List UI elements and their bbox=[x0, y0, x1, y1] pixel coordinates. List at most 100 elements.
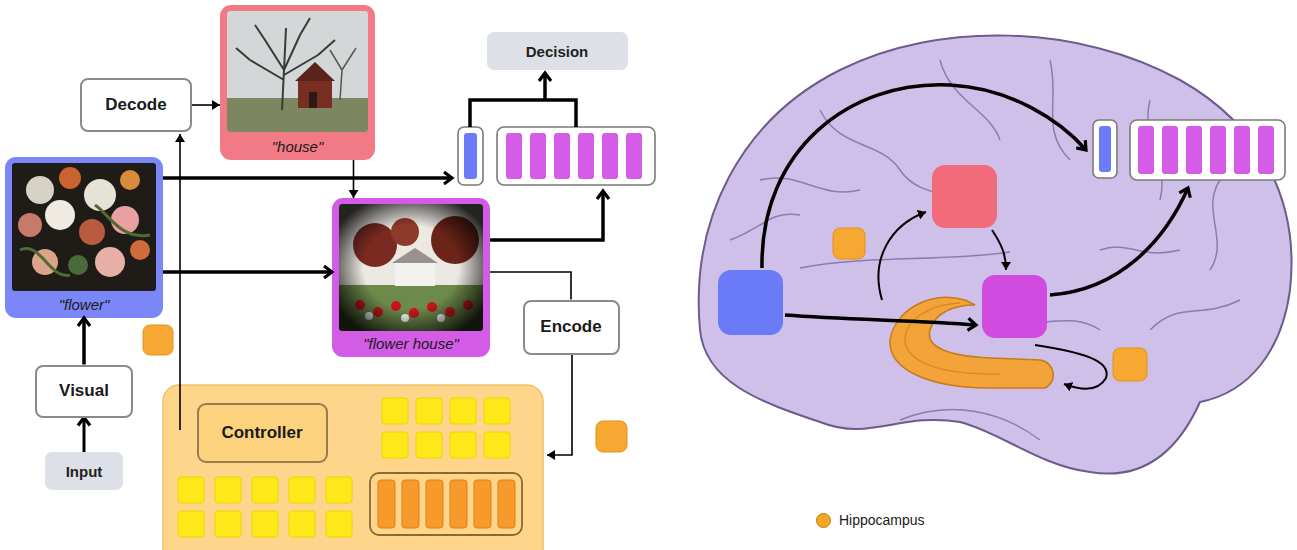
flower-image bbox=[45, 200, 75, 230]
flow-arrow bbox=[179, 134, 181, 430]
memory-slot bbox=[289, 511, 315, 537]
flow-arrow bbox=[163, 176, 452, 180]
brain bbox=[1130, 120, 1285, 180]
readout-vector bbox=[497, 127, 655, 185]
brain bbox=[1050, 60, 1070, 160]
controller-box: Controller bbox=[197, 403, 328, 463]
memory-slot bbox=[416, 398, 442, 424]
hippocampus-tag bbox=[596, 421, 627, 452]
memory-slot bbox=[252, 511, 278, 537]
memory-slot bbox=[326, 477, 352, 503]
flower-house-image bbox=[339, 204, 483, 331]
encode-box: Encode bbox=[523, 300, 620, 355]
brain bbox=[1234, 126, 1250, 174]
memory-panel bbox=[163, 385, 543, 550]
node-label: Visual bbox=[59, 381, 109, 401]
memory-vector bbox=[370, 473, 522, 535]
memory-slot bbox=[215, 477, 241, 503]
house-image bbox=[220, 5, 375, 160]
legend-entry: Hippocampus bbox=[816, 512, 925, 528]
memory-vector bbox=[426, 480, 443, 528]
node-label: "flower house" bbox=[363, 335, 459, 352]
brain bbox=[982, 275, 1047, 338]
house-image bbox=[309, 92, 317, 108]
house-image bbox=[236, 18, 335, 110]
flower-image bbox=[68, 255, 88, 275]
memory-slot bbox=[178, 398, 510, 537]
brain bbox=[1150, 300, 1240, 330]
image-box: "flower" bbox=[5, 157, 163, 318]
brain bbox=[1138, 126, 1274, 174]
readout-vector bbox=[458, 127, 483, 185]
memory-slot bbox=[416, 432, 442, 458]
memory-vector bbox=[498, 480, 515, 528]
memory-panel bbox=[163, 385, 543, 550]
brain bbox=[1050, 188, 1188, 295]
connector-arrow bbox=[163, 270, 332, 274]
output-box: Decision bbox=[487, 32, 628, 70]
readout-vector bbox=[554, 133, 570, 179]
flower-house-image bbox=[339, 204, 483, 331]
flower-house-image bbox=[332, 198, 490, 357]
flow-arrow bbox=[543, 73, 547, 100]
node-label: Input bbox=[66, 463, 103, 480]
house-image bbox=[330, 48, 356, 100]
brain bbox=[1099, 126, 1111, 172]
readout-vector bbox=[506, 133, 522, 179]
legend: Hippocampus bbox=[816, 512, 925, 528]
flower-image bbox=[20, 248, 70, 275]
memory-vector bbox=[450, 480, 467, 528]
flower-image bbox=[5, 157, 163, 318]
node-label: "flower" bbox=[59, 296, 110, 313]
brain bbox=[879, 212, 926, 300]
connector-arrow bbox=[353, 160, 355, 198]
node-label: Decode bbox=[105, 95, 166, 115]
memory-slot bbox=[289, 477, 315, 503]
house-image bbox=[227, 11, 368, 132]
flower-house-image bbox=[339, 204, 483, 331]
house-image bbox=[220, 5, 375, 160]
brain bbox=[1138, 126, 1154, 174]
memory-vector bbox=[474, 480, 491, 528]
memory-vector bbox=[378, 480, 515, 528]
flower-image bbox=[84, 179, 116, 211]
flower-image bbox=[79, 219, 105, 245]
flow-arrow bbox=[163, 73, 603, 455]
memory-slot bbox=[326, 511, 352, 537]
decode-box: Decode bbox=[80, 78, 192, 132]
connector-arrow bbox=[83, 418, 86, 453]
brain bbox=[1100, 247, 1180, 253]
brain bbox=[932, 165, 997, 228]
brain bbox=[762, 85, 1086, 268]
image-box: "flower house" bbox=[332, 198, 490, 357]
memory-vector bbox=[378, 480, 395, 528]
brain bbox=[699, 35, 1292, 473]
readout-vector bbox=[530, 133, 546, 179]
connector-arrow bbox=[490, 272, 571, 300]
brain bbox=[940, 60, 1000, 140]
memory-slot bbox=[178, 477, 204, 503]
connector-arrow bbox=[82, 318, 86, 365]
node-label: "house" bbox=[272, 138, 324, 155]
flow-arrow bbox=[490, 191, 603, 240]
flower-image bbox=[12, 163, 156, 291]
memory-slot bbox=[484, 398, 510, 424]
memory-slot bbox=[450, 432, 476, 458]
readout-vector bbox=[506, 133, 642, 179]
memory-slot bbox=[382, 432, 408, 458]
flower-image bbox=[12, 163, 156, 291]
brain bbox=[730, 60, 1240, 440]
brain bbox=[718, 270, 783, 335]
readout-vector bbox=[578, 133, 594, 179]
memory-vector bbox=[402, 480, 419, 528]
flower-house-image bbox=[332, 198, 490, 357]
node-label: Controller bbox=[221, 423, 302, 443]
brain bbox=[1210, 180, 1220, 270]
memory-slot bbox=[252, 477, 278, 503]
house-image bbox=[295, 62, 335, 81]
image-box: "house" bbox=[220, 5, 375, 160]
house-image bbox=[298, 80, 332, 108]
flower-image bbox=[26, 176, 54, 204]
flower-image bbox=[120, 170, 140, 190]
brain bbox=[1093, 120, 1117, 178]
